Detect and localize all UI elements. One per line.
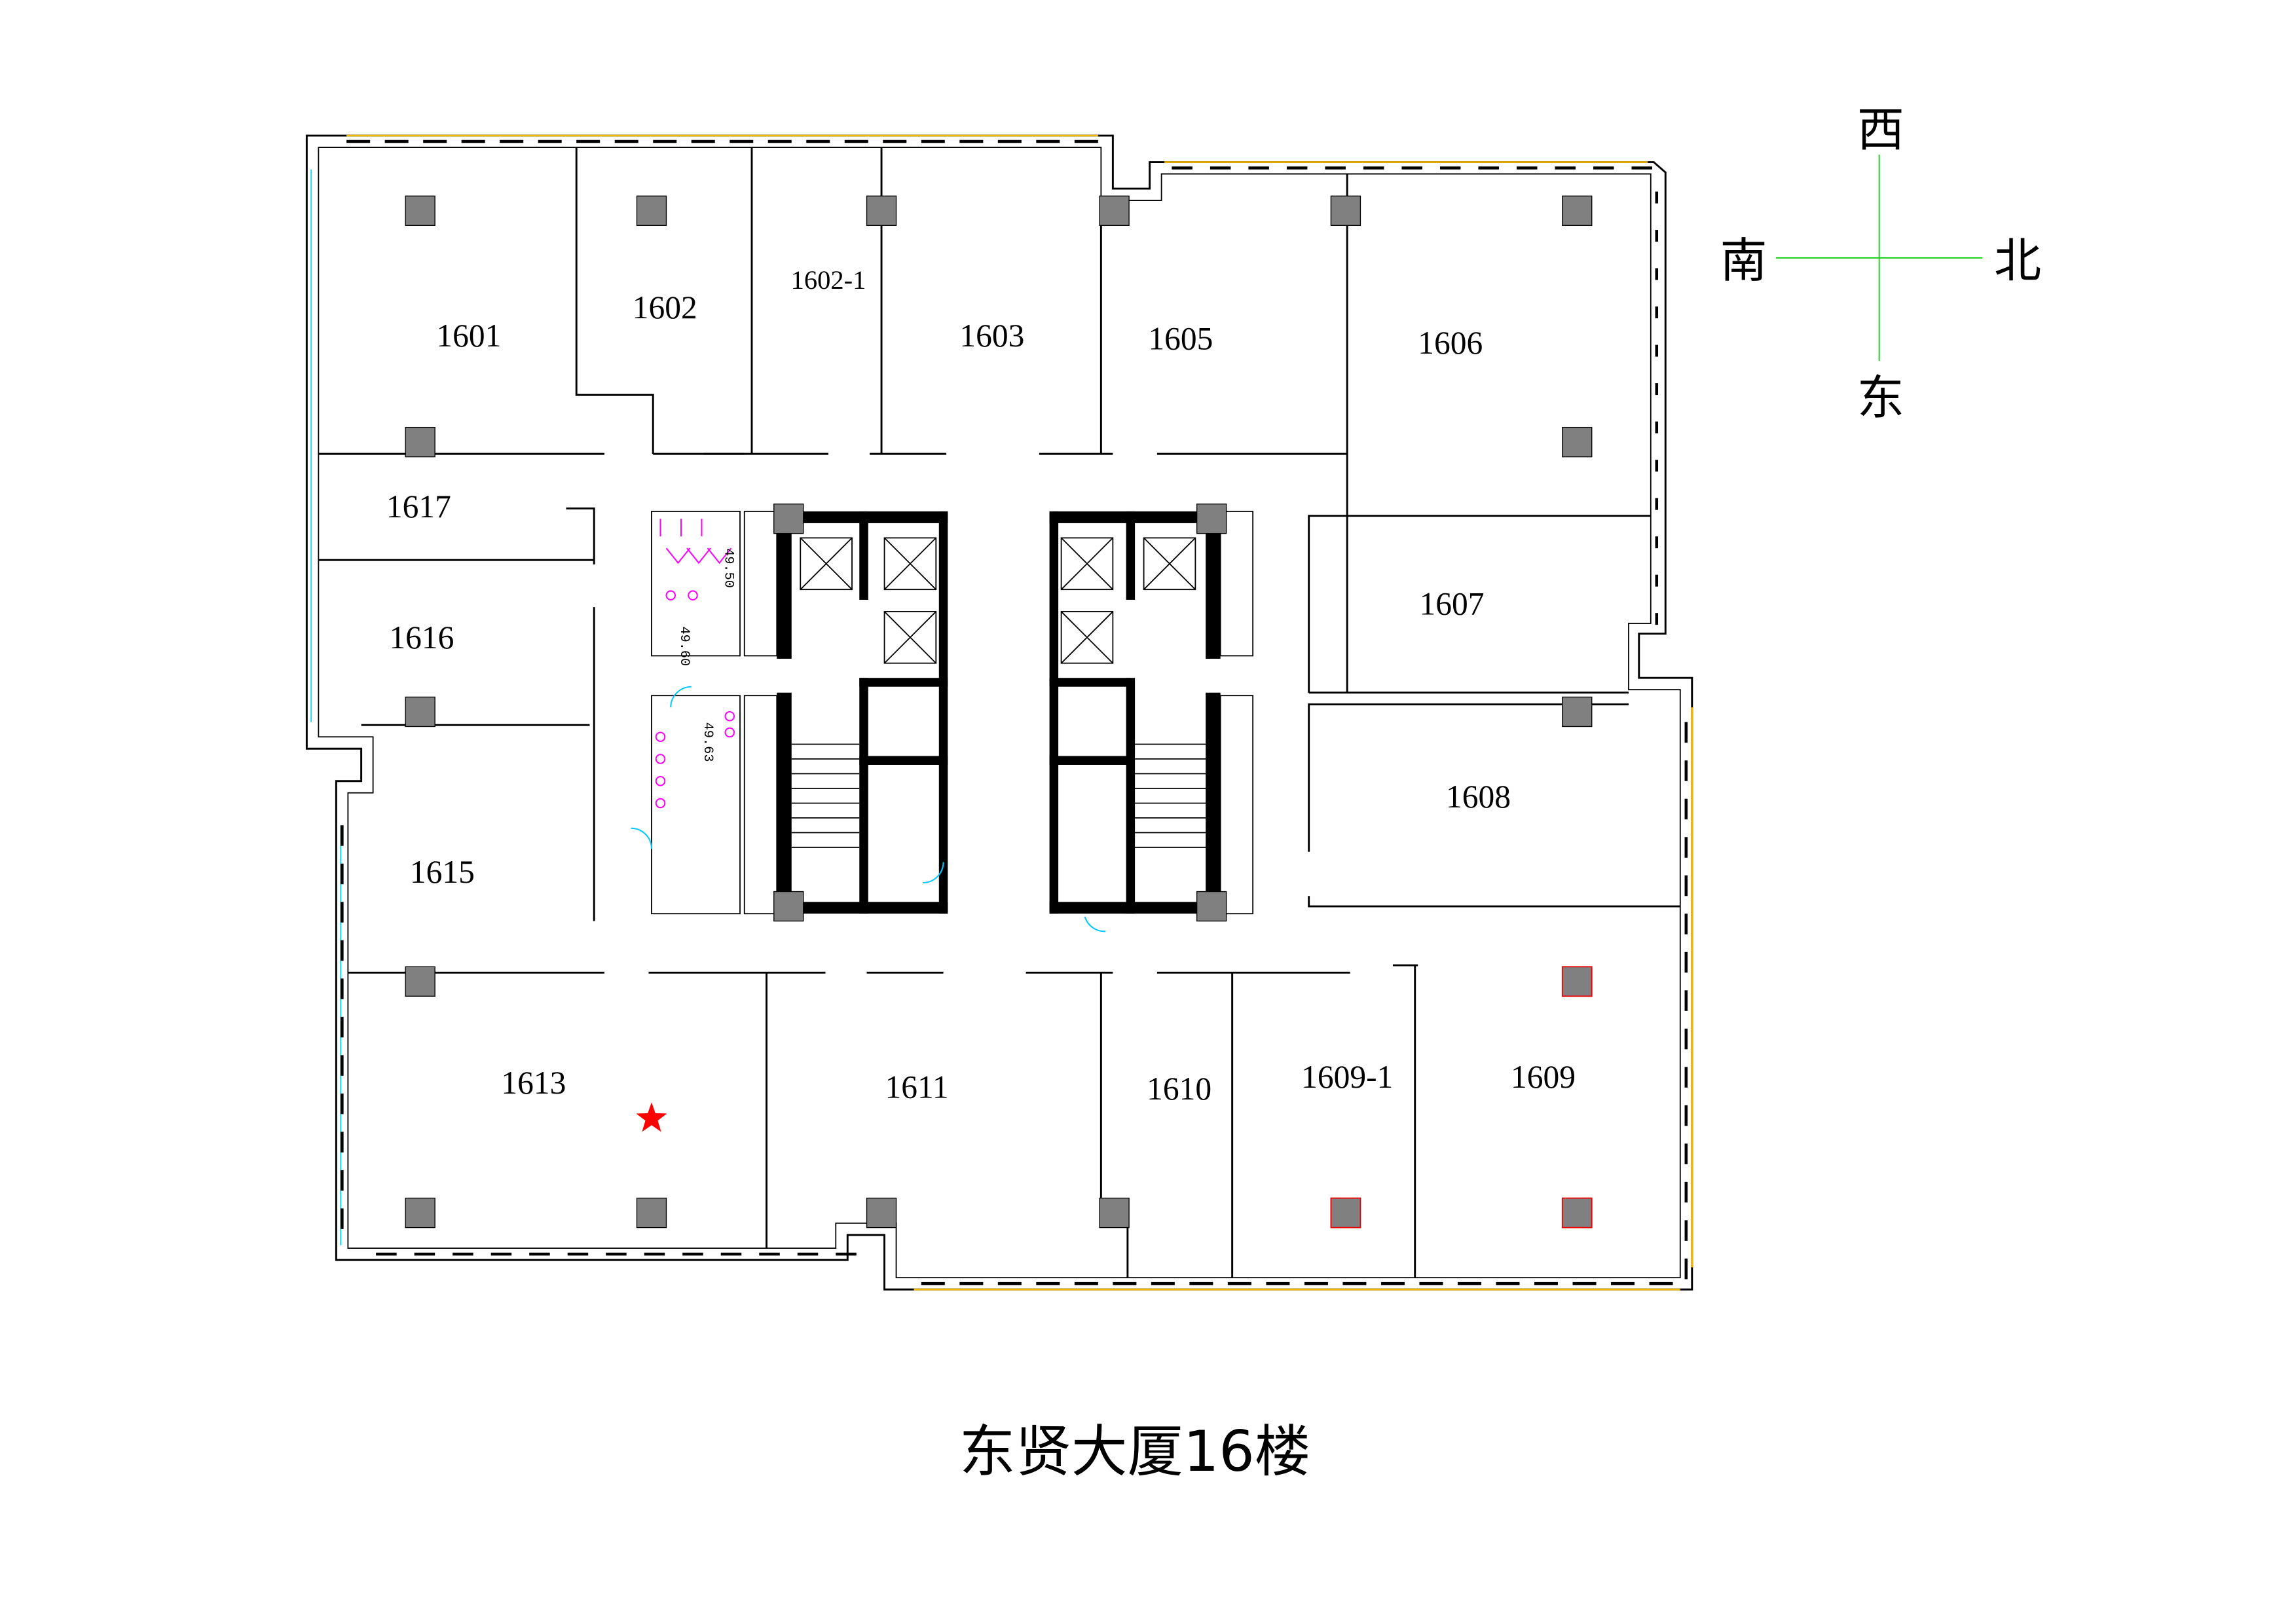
column (1330, 1197, 1361, 1228)
fixture-label: 49.63 (700, 722, 715, 762)
room-1610: 1610 (1147, 1071, 1211, 1107)
room-1616: 1616 (389, 619, 454, 655)
room-1602-1: 1602-1 (791, 265, 866, 295)
compass-west: 西 (1857, 102, 1904, 157)
compass-south: 南 (1720, 233, 1767, 288)
column (636, 195, 667, 226)
column (773, 891, 804, 922)
star-icon (636, 1102, 667, 1132)
compass-east: 东 (1857, 370, 1904, 425)
column (405, 966, 435, 997)
column (405, 696, 435, 728)
column (866, 195, 897, 226)
room-1605: 1605 (1148, 320, 1213, 356)
room-1611: 1611 (885, 1069, 948, 1105)
room-1608: 1608 (1446, 779, 1511, 815)
room-1609: 1609 (1511, 1059, 1576, 1095)
outer-wall (305, 134, 1693, 1291)
plan-title: 东贤大厦16楼 (959, 1420, 1310, 1485)
room-1601: 1601 (436, 318, 501, 354)
room-1617: 1617 (386, 489, 451, 525)
fixture-label: 49.50 (720, 548, 735, 588)
column (405, 195, 435, 226)
core-left: 49.50 49.60 49.63 (631, 511, 948, 915)
columns (405, 195, 1593, 1228)
room-labels: 1601 1602 1602-1 1603 1605 1606 1607 160… (386, 265, 1576, 1107)
column (1562, 426, 1593, 458)
room-1615: 1615 (410, 854, 475, 890)
column (1196, 891, 1227, 922)
column (1561, 1197, 1593, 1228)
room-1602: 1602 (633, 289, 697, 325)
core-right (1049, 511, 1254, 932)
column (405, 1197, 435, 1228)
column (1099, 1197, 1130, 1228)
column (866, 1197, 897, 1228)
room-1606: 1606 (1418, 325, 1483, 361)
room-1609-1: 1609-1 (1301, 1059, 1393, 1095)
room-1613: 1613 (501, 1065, 566, 1101)
room-1603: 1603 (959, 318, 1024, 354)
interior-walls (318, 147, 1680, 1278)
compass: 西 南 北 东 (1720, 102, 2042, 426)
room-1607: 1607 (1419, 585, 1484, 621)
column (1561, 966, 1593, 997)
window-mullions (341, 139, 1688, 1285)
fixture-label: 49.60 (676, 626, 692, 666)
column (1196, 503, 1227, 534)
column (1562, 195, 1593, 226)
column (1562, 696, 1593, 728)
column (1330, 195, 1361, 226)
column (1099, 195, 1130, 226)
column (636, 1197, 667, 1228)
compass-north: 北 (1994, 233, 2041, 288)
column (405, 426, 435, 458)
column (773, 503, 804, 534)
